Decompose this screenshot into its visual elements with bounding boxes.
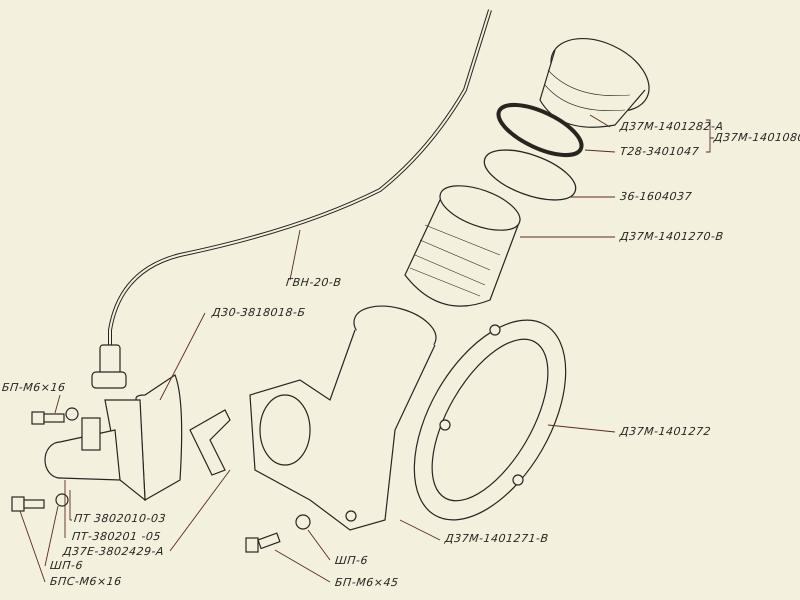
leader-lines <box>19 114 714 583</box>
washer-left <box>55 493 69 507</box>
washer-right <box>295 514 311 530</box>
label-drive-housing: Д30-3818018-Б <box>211 306 307 319</box>
bolt-right <box>245 532 281 553</box>
label-bolt-top: БП-М6×16 <box>1 381 67 394</box>
bolt-left <box>11 496 45 512</box>
label-assembly: Д37М-1401080 <box>713 131 800 144</box>
drive-housing <box>44 374 183 502</box>
speedometer-cable <box>91 9 492 389</box>
label-washer-right: ШП-6 <box>334 554 369 567</box>
label-drive-part-a: ПТ 3802010-03 <box>73 512 167 525</box>
label-gasket-ring: Т28-3401047 <box>619 145 700 158</box>
washer-top <box>65 407 79 421</box>
o-ring <box>496 102 584 158</box>
label-filter-sleeve: Д37М-1401270-В <box>619 230 725 243</box>
label-drive-part-b: ПТ-380201 -05 <box>71 530 162 543</box>
filler-cap <box>539 38 650 128</box>
label-flange-gasket: Д37М-1401272 <box>619 425 712 438</box>
label-bracket: Д37Е-3802429-А <box>62 545 165 558</box>
label-bolt-left: БПС-М6×16 <box>49 575 123 588</box>
filter-sleeve <box>404 185 521 307</box>
label-spring-ring: 36-1604037 <box>619 190 693 203</box>
flange-gasket <box>413 319 567 521</box>
bracket <box>189 409 231 476</box>
elbow-housing <box>249 305 437 531</box>
spring-ring <box>483 149 577 201</box>
bolt-top <box>31 411 65 425</box>
label-cap: Д37М-1401282-А <box>619 120 725 133</box>
label-bolt-right: БП-М6×45 <box>334 576 400 589</box>
label-elbow-housing: Д37М-1401271-В <box>444 532 550 545</box>
label-cable: ГВН-20-В <box>285 276 343 289</box>
label-washer-left: ШП-6 <box>49 559 84 572</box>
